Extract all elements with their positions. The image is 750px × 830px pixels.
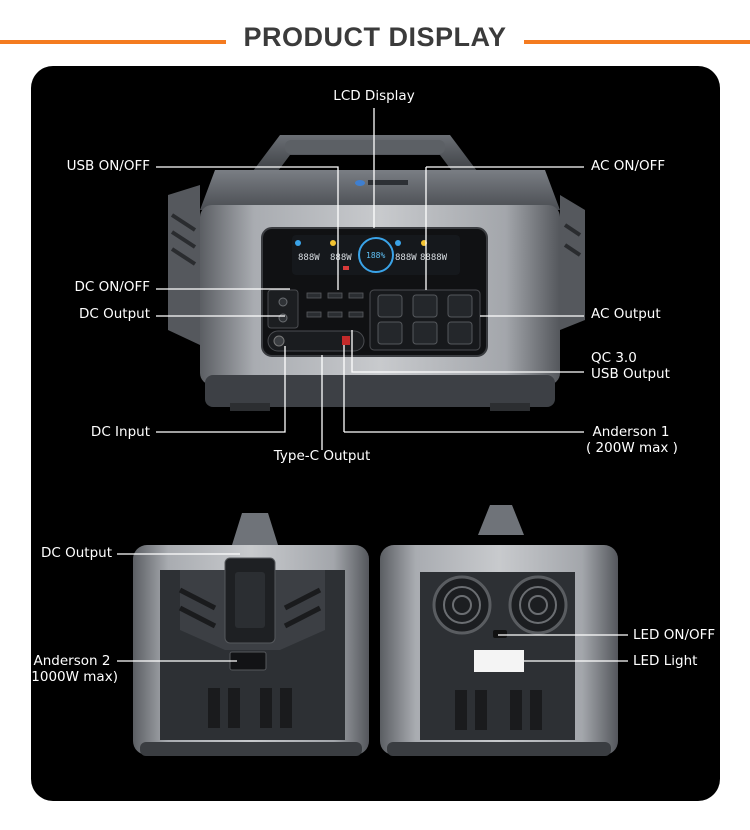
side-unit-left bbox=[133, 513, 369, 756]
main-unit: 888W 888W 188% 888W 8888W bbox=[168, 135, 585, 411]
label-led-on-off: LED ON/OFF bbox=[633, 627, 716, 643]
callout-lines bbox=[117, 108, 628, 662]
lcd-readout-2: 888W bbox=[330, 253, 352, 263]
label-typec-output: Type-C Output bbox=[273, 448, 371, 464]
header-rule-left bbox=[0, 40, 226, 44]
label-anderson-2: Anderson 2 (1000W max) bbox=[26, 653, 118, 685]
label-qc30-line2: USB Output bbox=[591, 366, 670, 382]
lcd-readout-1: 888W bbox=[298, 253, 320, 263]
label-anderson2-line1: Anderson 2 bbox=[33, 653, 111, 669]
label-anderson2-line2: (1000W max) bbox=[26, 669, 118, 685]
lcd-readout-5: 8888W bbox=[420, 253, 448, 263]
page-title: PRODUCT DISPLAY bbox=[243, 22, 507, 52]
label-lcd-display: LCD Display bbox=[333, 88, 415, 104]
label-led-light: LED Light bbox=[633, 653, 698, 669]
label-qc30-line1: QC 3.0 bbox=[591, 350, 637, 366]
label-ac-output: AC Output bbox=[591, 306, 661, 322]
label-ac-on-off: AC ON/OFF bbox=[591, 158, 666, 174]
side-unit-right bbox=[380, 505, 618, 756]
label-dc-input: DC Input bbox=[90, 424, 150, 440]
lcd-readout-3: 188% bbox=[366, 251, 385, 260]
label-usb-on-off: USB ON/OFF bbox=[66, 158, 150, 174]
label-anderson-1: Anderson 1 ( 200W max ) bbox=[586, 424, 678, 456]
label-qc30-usb-output: QC 3.0 USB Output bbox=[591, 350, 670, 382]
lcd-readout-4: 888W bbox=[395, 253, 417, 263]
label-dc-output: DC Output bbox=[78, 306, 150, 322]
label-side-dc-output: DC Output bbox=[41, 545, 113, 561]
header-rule-right bbox=[524, 40, 750, 44]
label-anderson1-line2: ( 200W max ) bbox=[586, 440, 678, 456]
label-anderson1-line1: Anderson 1 bbox=[592, 424, 670, 440]
label-dc-on-off: DC ON/OFF bbox=[74, 279, 150, 295]
